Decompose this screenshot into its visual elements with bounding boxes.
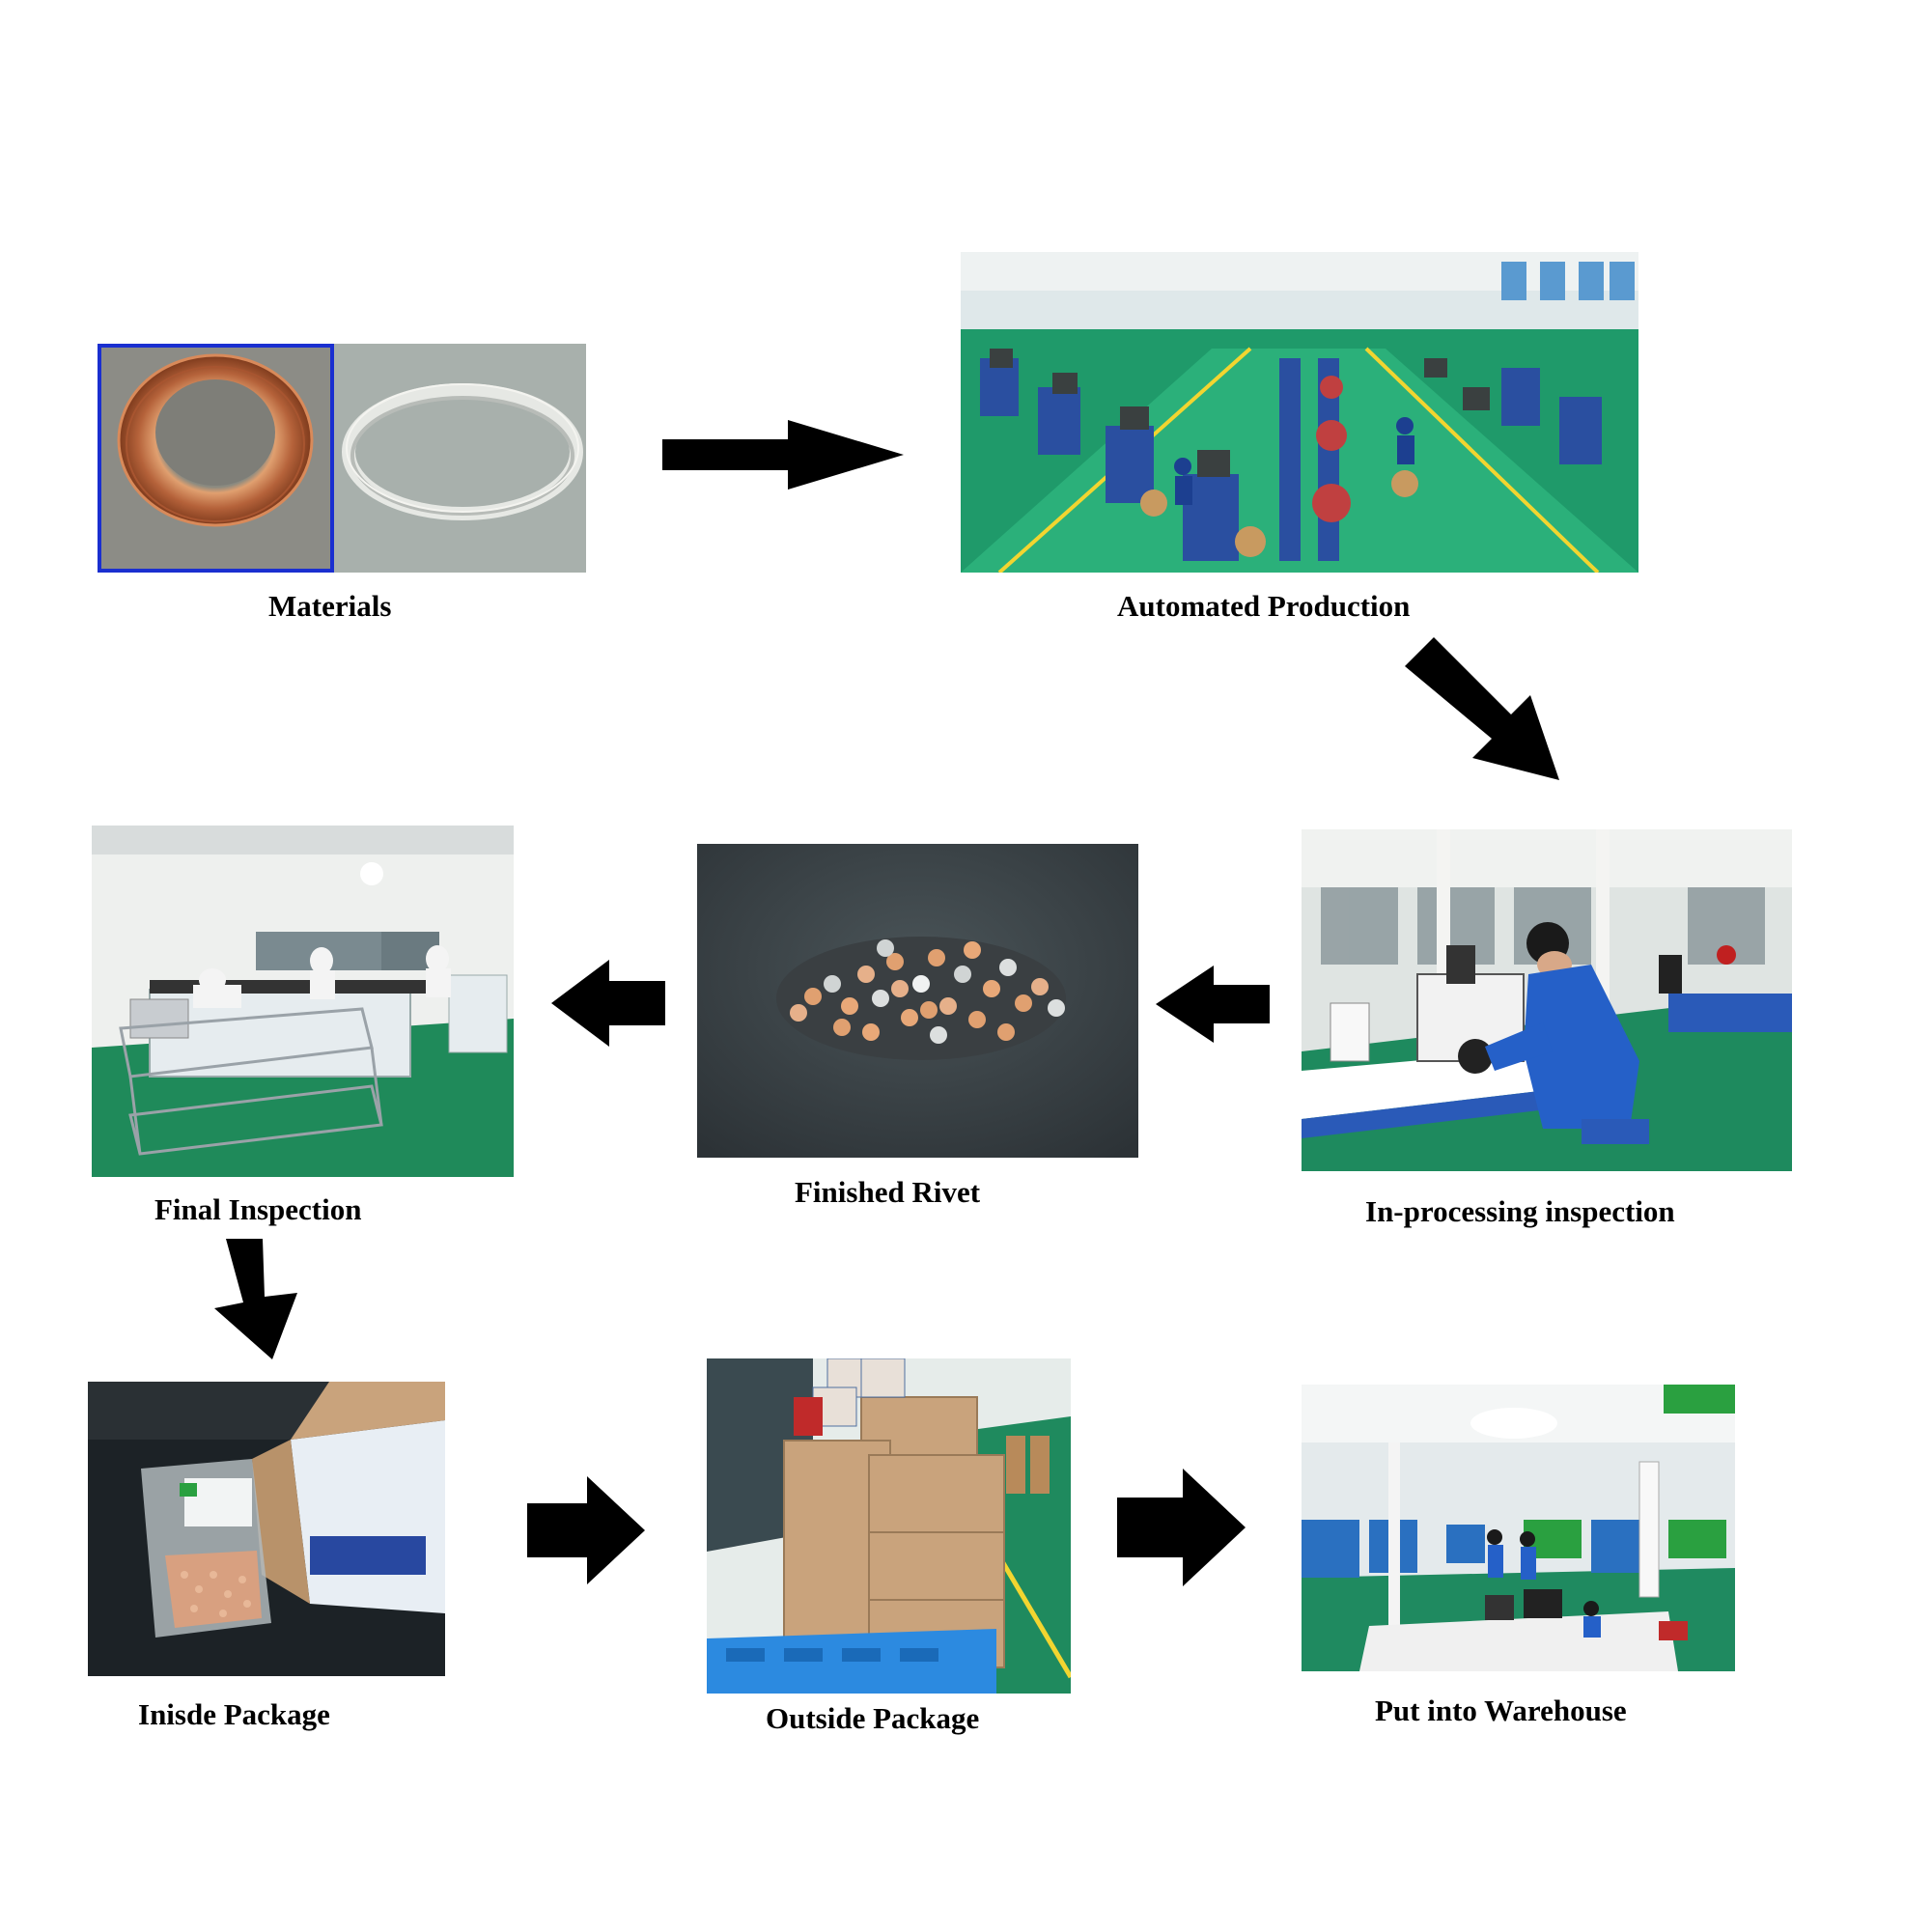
final-inspection-photo	[92, 826, 514, 1177]
inside-package-photo	[88, 1382, 445, 1676]
arrow-right-icon	[1117, 1469, 1246, 1586]
stage-label-inside-package: Inisde Package	[138, 1697, 330, 1731]
stage-label-final-inspection: Final Inspection	[154, 1192, 362, 1226]
stage-label-put-into-warehouse: Put into Warehouse	[1375, 1694, 1627, 1727]
arrow-left-icon	[551, 960, 665, 1047]
arrow-right-icon	[662, 420, 904, 490]
arrow-left-icon	[1156, 966, 1270, 1043]
in-processing-inspection-photo	[1302, 829, 1792, 1171]
arrow-down-right-icon	[1405, 637, 1564, 782]
materials-photo	[98, 344, 586, 573]
stage-label-automated-production: Automated Production	[1117, 589, 1411, 623]
outside-package-photo	[707, 1358, 1071, 1694]
stage-label-in-processing-inspection: In-processing inspection	[1365, 1194, 1675, 1228]
arrow-down-icon	[214, 1239, 297, 1359]
warehouse-photo	[1302, 1385, 1735, 1671]
stage-label-finished-rivet: Finished Rivet	[795, 1175, 981, 1209]
stage-label-outside-package: Outside Package	[766, 1701, 980, 1735]
finished-rivet-photo	[697, 844, 1138, 1158]
arrow-right-icon	[527, 1476, 645, 1584]
automated-production-photo	[961, 252, 1638, 573]
stage-label-materials: Materials	[268, 589, 392, 623]
